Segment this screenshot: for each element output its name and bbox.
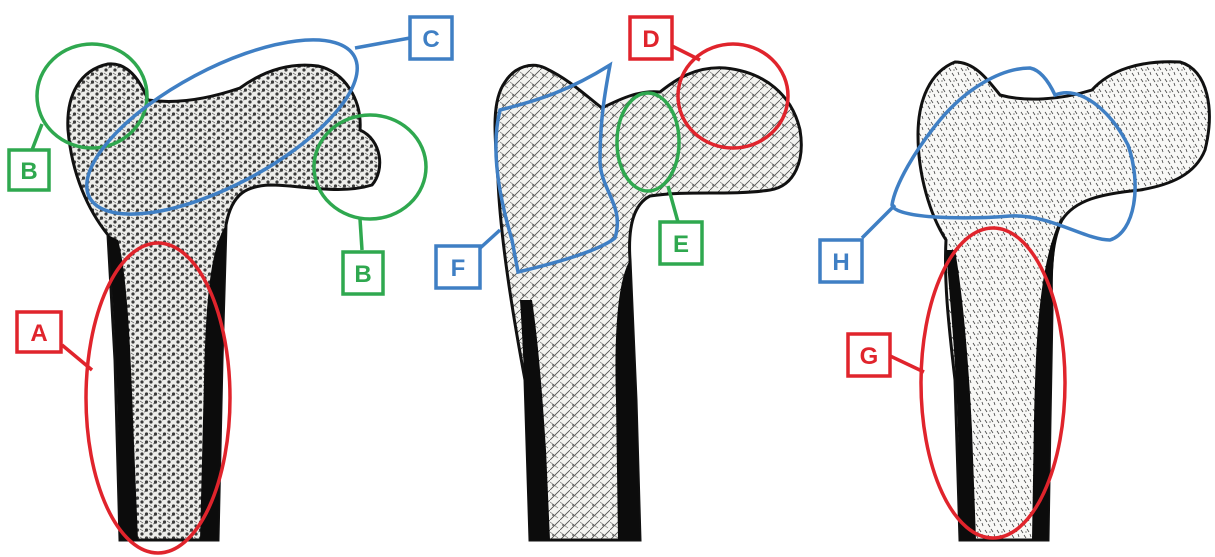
leader-g [888, 355, 924, 372]
label-b-bottom: B [343, 252, 383, 294]
svg-text:A: A [30, 320, 47, 347]
svg-text:C: C [422, 26, 439, 53]
svg-text:E: E [673, 231, 689, 258]
label-g: G [848, 334, 890, 376]
femur-right [918, 62, 1209, 540]
svg-text:H: H [832, 249, 849, 276]
label-d: D [630, 17, 672, 59]
label-c: C [410, 17, 452, 59]
label-e: E [660, 222, 702, 264]
label-f: F [436, 246, 480, 288]
svg-text:B: B [20, 158, 37, 185]
label-b-top: B [9, 150, 49, 190]
svg-text:G: G [860, 343, 879, 370]
label-h: H [820, 240, 862, 282]
label-a: A [17, 312, 61, 352]
svg-text:F: F [451, 255, 466, 282]
svg-text:D: D [642, 26, 659, 53]
svg-text:B: B [354, 261, 371, 288]
femur-middle [495, 65, 801, 540]
leader-h [862, 205, 895, 238]
leader-b2 [360, 219, 362, 250]
leader-b1 [32, 124, 42, 150]
leader-c [355, 38, 410, 48]
